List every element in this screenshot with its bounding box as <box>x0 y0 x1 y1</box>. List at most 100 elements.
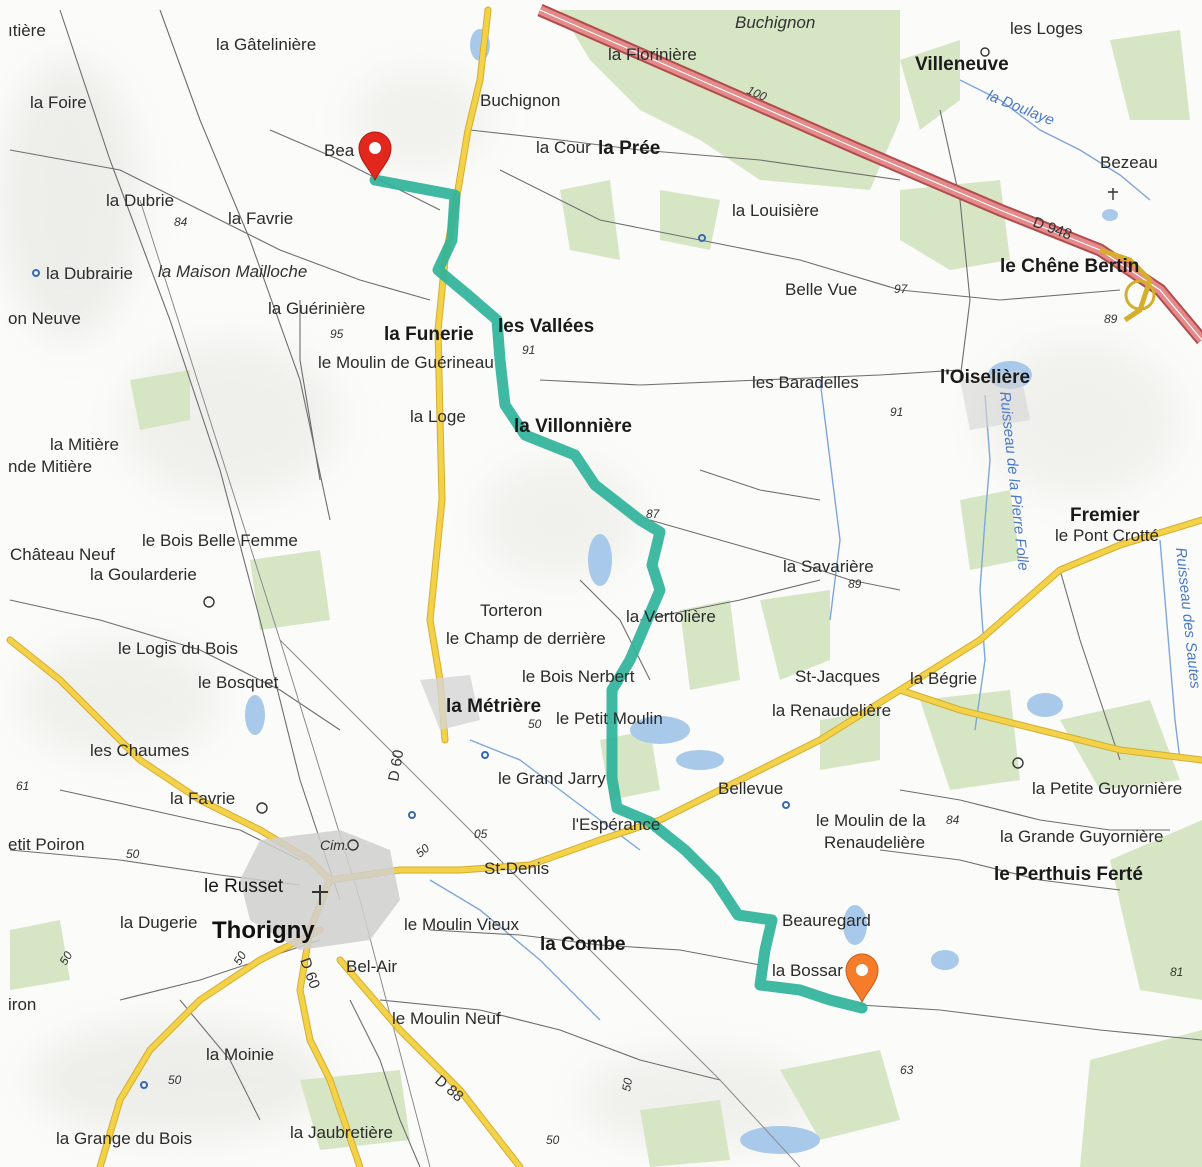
place-label: St-Denis <box>484 859 549 878</box>
motorway <box>537 4 1202 345</box>
place-label: la Favrie <box>170 789 235 808</box>
place-label: les Loges <box>1010 19 1083 38</box>
place-label: le Perthuis Ferté <box>994 864 1143 885</box>
place-label: nde Mitière <box>8 457 92 476</box>
place-label: Bel-Air <box>346 957 397 976</box>
place-label: Renaudelière <box>824 833 925 852</box>
place-label: la Cour <box>536 138 591 157</box>
place-label: la Dubrairie <box>46 264 133 283</box>
poi-blue-icon <box>32 269 40 277</box>
chateau-icon <box>203 596 215 608</box>
place-label: Villeneuve <box>915 54 1009 75</box>
chateau-icon <box>1012 757 1024 769</box>
place-label: etit Poiron <box>8 835 85 854</box>
elevation-label: 50 <box>56 949 75 968</box>
landmark-glyphs <box>203 47 1118 905</box>
place-label: le Chêne Bertin <box>1000 256 1139 277</box>
elevation-label: 97 <box>894 282 909 296</box>
place-label: Bellevue <box>718 779 783 798</box>
elevation-label: 50 <box>528 717 542 731</box>
place-label: Beauregard <box>782 911 871 930</box>
place-label: l'Espérance <box>572 815 660 834</box>
chateau-icon <box>256 802 268 814</box>
elevation-label: 63 <box>900 1063 914 1077</box>
place-label: la Métrière <box>446 696 541 717</box>
poi-blue-icon <box>140 1081 148 1089</box>
place-label: la Funerie <box>384 324 474 345</box>
place-label: le Bois Nerbert <box>522 667 635 686</box>
elevation-label: 50 <box>619 1077 635 1093</box>
main-roads <box>6 6 1202 1167</box>
elevation-label: 89 <box>848 577 862 591</box>
elevation-label: 95 <box>330 327 344 341</box>
place-label: la Foire <box>30 93 87 112</box>
place-label: la Grange du Bois <box>56 1129 192 1148</box>
chateau-icon <box>347 839 359 851</box>
place-label: les Vallées <box>498 316 594 337</box>
poi-blue-icon <box>481 751 489 759</box>
place-label: la Guérinière <box>268 299 365 318</box>
place-label: la Florinière <box>608 45 697 64</box>
place-label: la Gâtelinière <box>216 35 316 54</box>
village-icon <box>980 47 990 57</box>
route-line <box>369 174 868 1014</box>
place-label: le Grand Jarry <box>498 769 606 788</box>
place-label: la Combe <box>540 934 626 955</box>
poi-blue-icon <box>698 234 706 242</box>
place-label: la Prée <box>598 138 660 159</box>
elevation-label: 91 <box>522 343 535 357</box>
streams <box>429 79 1181 1021</box>
church-cross-icon <box>1108 188 1118 200</box>
elevation-label: 50 <box>126 847 140 861</box>
elevation-label: 50 <box>546 1133 560 1147</box>
place-label: la Renaudelière <box>772 701 891 720</box>
power-line <box>139 199 801 1167</box>
elevation-label: 91 <box>890 405 903 419</box>
place-label: on Neuve <box>8 309 81 328</box>
place-label: Buchignon <box>735 13 815 32</box>
place-label: le Logis du Bois <box>118 639 238 658</box>
place-label: la Favrie <box>228 209 293 228</box>
place-label: le Moulin Neuf <box>392 1009 501 1028</box>
elevation-label: 84 <box>174 215 188 229</box>
place-labels: ıtière la Gâtelinière la Foire la Florin… <box>8 13 1182 1148</box>
place-label: le Russet <box>204 876 284 897</box>
elevation-label: 61 <box>16 779 29 793</box>
place-label: la Dugerie <box>120 913 198 932</box>
place-label: les Chaumes <box>90 741 189 760</box>
minor-roads <box>9 9 1202 1167</box>
place-label: le Bosquet <box>198 673 279 692</box>
map-pin-red-icon <box>358 131 392 182</box>
place-label: ıtière <box>8 21 46 40</box>
elevation-label: 84 <box>946 813 960 827</box>
place-label: la Villonnière <box>514 416 632 437</box>
elevation-label: 05 <box>474 827 488 841</box>
elevation-label: 50 <box>168 1073 182 1087</box>
place-label: la Loge <box>410 407 466 426</box>
place-label: les Baradelles <box>752 373 859 392</box>
place-label: Thorigny <box>212 917 315 944</box>
elevation-label: 89 <box>1104 312 1118 326</box>
place-label: la Savarière <box>783 557 874 576</box>
place-label: la Vertolière <box>626 607 716 626</box>
place-label: la Jaubretière <box>290 1123 393 1142</box>
place-label: le Petit Moulin <box>556 709 663 728</box>
place-label: Belle Vue <box>785 280 857 299</box>
place-label: le Bois Belle Femme <box>142 531 298 550</box>
place-label: Fremier <box>1070 505 1140 526</box>
place-label: Buchignon <box>480 91 560 110</box>
place-label: la Mitière <box>50 435 119 454</box>
elevation-label: 81 <box>1170 965 1183 979</box>
place-label: Torteron <box>480 601 542 620</box>
map-pin-orange-icon <box>845 953 879 1004</box>
place-label: la Moinie <box>206 1045 274 1064</box>
church-cross-icon <box>312 885 328 905</box>
end-marker[interactable] <box>845 953 879 1004</box>
place-label: la Bégrie <box>910 669 977 688</box>
place-label: iron <box>8 995 36 1014</box>
poi-blue-icon <box>782 801 790 809</box>
place-label: le Moulin Vieux <box>404 915 519 934</box>
start-marker[interactable] <box>358 131 392 182</box>
